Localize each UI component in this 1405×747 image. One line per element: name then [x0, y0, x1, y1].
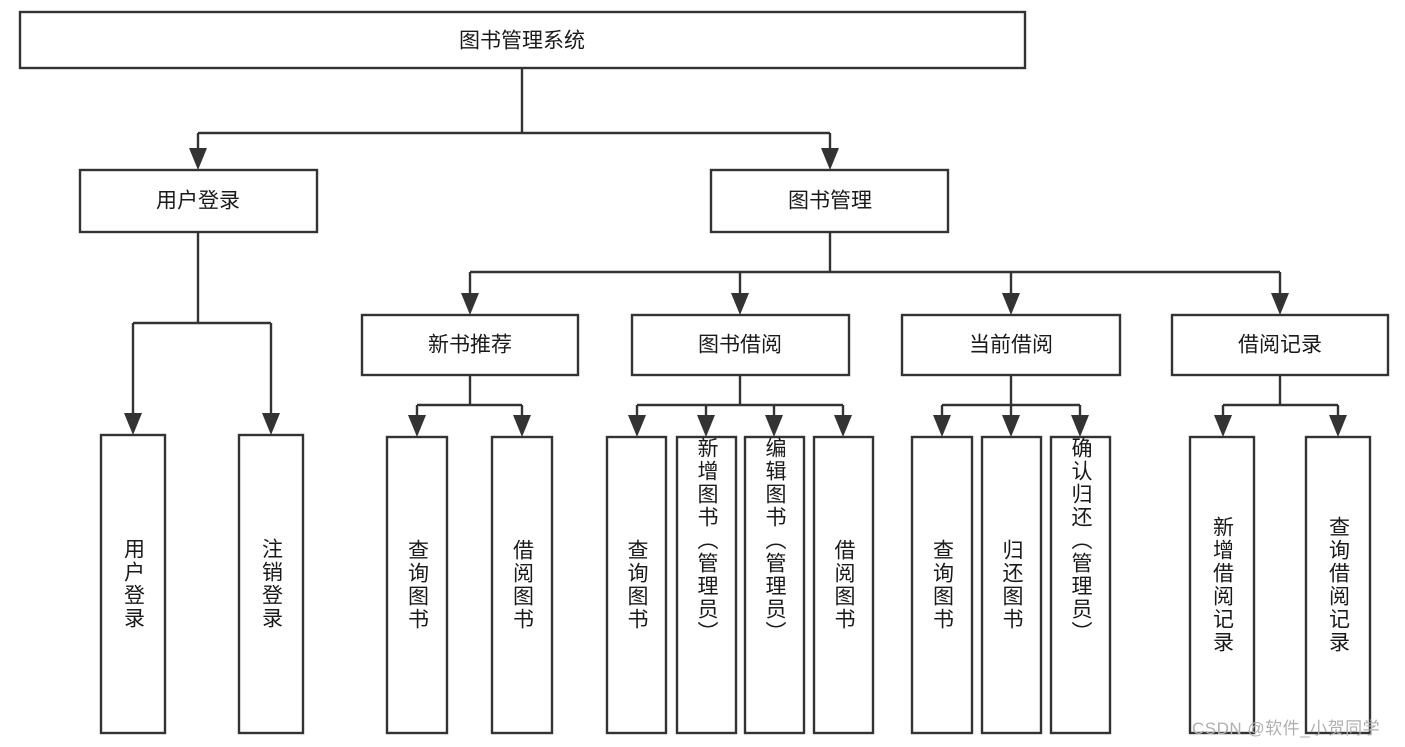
node-new-book-recommend-label: 新书推荐 — [428, 334, 512, 357]
node-borrow-record-box[interactable] — [1170, 313, 1390, 377]
arrow-record-to-leaf0 — [1214, 415, 1232, 437]
leaf-box-record-query[interactable] — [1304, 435, 1372, 735]
arrow-newbook-to-leaf1 — [513, 415, 531, 437]
node-book-borrow-box[interactable] — [630, 313, 851, 377]
arrow-bookmgmt-to-record — [1271, 293, 1289, 315]
leaf-box-current-query[interactable] — [910, 435, 974, 735]
node-user-login[interactable]: 用户登录 — [78, 168, 319, 234]
node-root-box[interactable] — [18, 10, 1027, 70]
arrow-current-to-leaf2 — [1071, 415, 1089, 437]
leaf-box-borrow-add[interactable] — [675, 435, 738, 735]
arrow-bookmgmt-to-newbook — [461, 293, 479, 315]
leaf-box-user-login[interactable] — [99, 433, 167, 735]
edge-group-current-to-leaves — [933, 375, 1089, 437]
csdn-watermark: CSDN @软件_小贺同学 — [1192, 719, 1381, 738]
arrow-borrow-to-leaf1 — [697, 415, 715, 437]
node-root-label: 图书管理系统 — [459, 30, 585, 53]
leaf-box-record-add[interactable] — [1188, 435, 1256, 735]
node-borrow-record-label: 借阅记录 — [1238, 334, 1322, 357]
node-current-borrow[interactable]: 当前借阅 — [900, 313, 1122, 377]
edge-group-bookmgmt-to-level2 — [461, 232, 1289, 315]
leaf-box-borrow-query[interactable] — [605, 435, 668, 735]
arrow-current-to-leaf0 — [933, 415, 951, 437]
arrow-login-to-leaf1 — [262, 413, 280, 435]
leaf-box-newbook-query[interactable] — [385, 435, 449, 735]
node-borrow-record[interactable]: 借阅记录 — [1170, 313, 1390, 377]
edge-group-record-to-leaves — [1214, 375, 1347, 437]
leaf-box-current-confirm[interactable] — [1049, 435, 1112, 735]
arrow-bookmgmt-to-current — [1002, 293, 1020, 315]
node-new-book-recommend[interactable]: 新书推荐 — [360, 313, 580, 377]
arrow-root-to-login — [189, 148, 207, 170]
node-new-book-recommend-box[interactable] — [360, 313, 580, 377]
node-user-login-box[interactable] — [78, 168, 319, 234]
arrow-borrow-to-leaf0 — [628, 415, 646, 437]
leaf-box-logout[interactable] — [237, 433, 305, 735]
leaf-box-newbook-borrow[interactable] — [490, 435, 554, 735]
edge-group-borrow-to-leaves — [628, 375, 852, 437]
node-book-management-label: 图书管理 — [788, 190, 872, 213]
arrow-bookmgmt-to-borrow — [731, 293, 749, 315]
arrow-current-to-leaf1 — [1002, 415, 1020, 437]
leaf-box-borrow-edit[interactable] — [743, 435, 806, 735]
node-book-management[interactable]: 图书管理 — [709, 168, 950, 234]
node-book-management-box[interactable] — [709, 168, 950, 234]
node-book-borrow-label: 图书借阅 — [698, 334, 782, 357]
leaf-box-current-return[interactable] — [980, 435, 1043, 735]
arrow-root-to-bookmgmt — [821, 148, 839, 170]
arrow-borrow-to-leaf2 — [765, 415, 783, 437]
arrow-record-to-leaf1 — [1329, 415, 1347, 437]
edge-group-root-to-level1 — [189, 68, 839, 170]
leaf-box-borrow-lend[interactable] — [812, 435, 875, 735]
edge-group-newbook-to-leaves — [408, 375, 531, 437]
node-root[interactable]: 图书管理系统 — [18, 10, 1027, 70]
arrow-login-to-leaf0 — [124, 413, 142, 435]
edge-group-login-to-leaves — [124, 232, 280, 435]
arrow-borrow-to-leaf3 — [834, 415, 852, 437]
node-current-borrow-box[interactable] — [900, 313, 1122, 377]
node-current-borrow-label: 当前借阅 — [969, 334, 1053, 357]
node-book-borrow[interactable]: 图书借阅 — [630, 313, 851, 377]
arrow-newbook-to-leaf0 — [408, 415, 426, 437]
node-user-login-label: 用户登录 — [156, 190, 240, 213]
